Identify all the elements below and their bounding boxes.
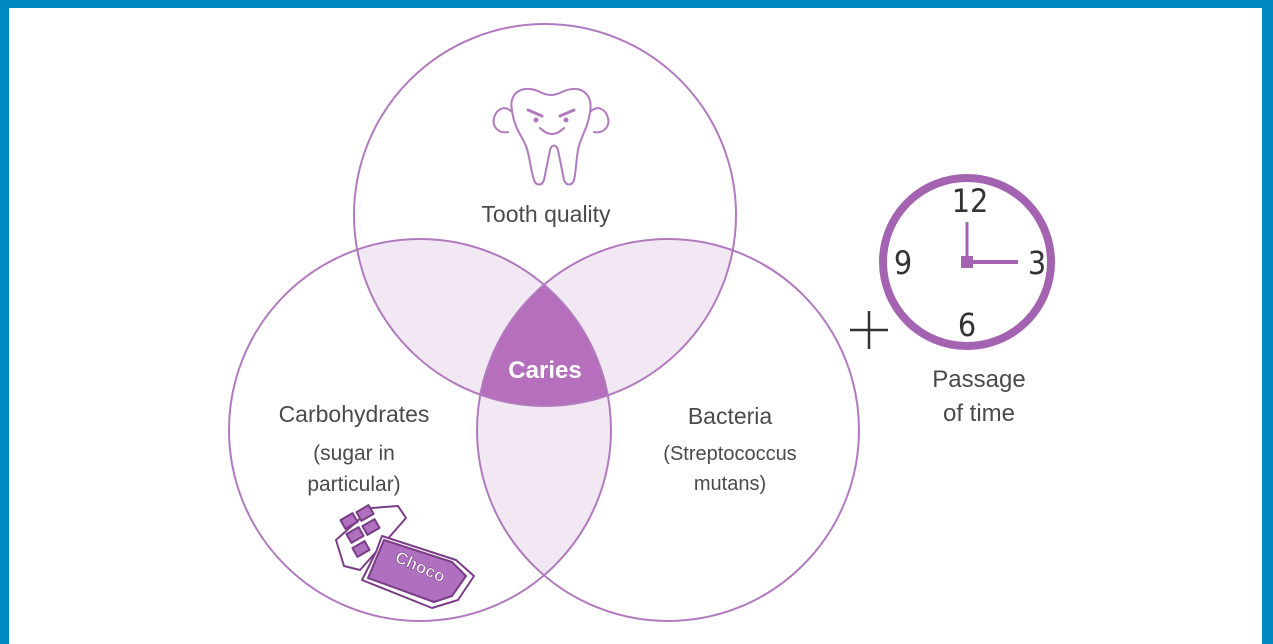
circle-bacteria: [476, 238, 860, 622]
carbohydrates-label: Carbohydrates: [279, 401, 430, 427]
circle-tooth-quality: [353, 23, 737, 407]
caries-label: Caries: [508, 357, 581, 384]
plus-icon: [850, 311, 888, 349]
frame-top: [0, 0, 1273, 8]
overlap-center: [477, 239, 611, 406]
bacteria-detail-2: mutans): [694, 473, 766, 495]
clock-number-9: 9: [894, 244, 912, 282]
time-label-line2: of time: [943, 400, 1015, 427]
chocolate-icon: Choco: [335, 504, 475, 609]
time-label-line1: Passage: [932, 366, 1025, 393]
clock-icon: 12 3 6 9: [879, 174, 1055, 350]
tooth-icon: [492, 87, 610, 186]
clock-number-3: 3: [1028, 244, 1046, 282]
bacteria-detail-1: (Streptococcus: [663, 443, 796, 465]
frame-left: [0, 0, 9, 644]
carbohydrates-detail-1: (sugar in: [313, 442, 395, 465]
bacteria-label: Bacteria: [688, 403, 773, 429]
frame-right: [1262, 0, 1273, 644]
clock-number-12: 12: [952, 182, 989, 220]
circle-carbohydrates: [228, 238, 612, 622]
carbohydrates-detail-2: particular): [307, 473, 400, 496]
clock-number-6: 6: [958, 306, 976, 344]
tooth-quality-label: Tooth quality: [481, 201, 611, 227]
